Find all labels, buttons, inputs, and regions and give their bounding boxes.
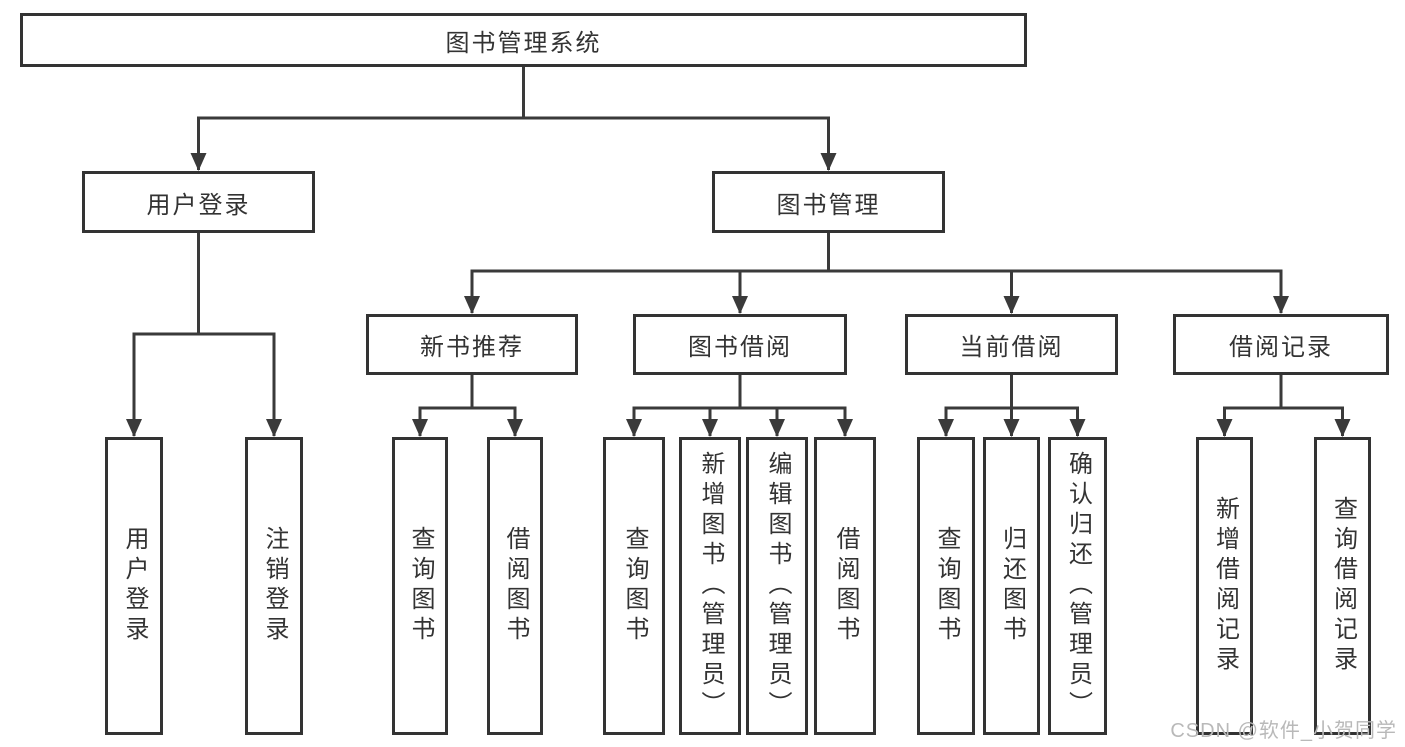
node-label: 编辑图书（管理员） bbox=[764, 451, 791, 721]
node-label: 图书管理系统 bbox=[445, 29, 602, 57]
node-label: 图书管理 bbox=[776, 191, 881, 219]
node-book-mgmt: 图书管理 bbox=[712, 171, 945, 233]
node-label: 查询借阅记录 bbox=[1329, 496, 1357, 676]
node-current-borrow: 当前借阅 bbox=[905, 314, 1118, 375]
node-root: 图书管理系统 bbox=[20, 13, 1027, 67]
node-label: 借阅图书 bbox=[502, 526, 529, 646]
watermark: CSDN @软件_小贺同学 bbox=[1170, 720, 1397, 742]
node-new-book: 新书推荐 bbox=[366, 314, 578, 375]
node-bb-query: 查询图书 bbox=[603, 437, 665, 735]
node-cb-confirm: 确认归还（管理员） bbox=[1048, 437, 1107, 735]
node-borrow-record: 借阅记录 bbox=[1173, 314, 1389, 375]
node-label: 新书推荐 bbox=[420, 334, 524, 361]
node-label: 查询图书 bbox=[933, 526, 960, 646]
node-label: 查询图书 bbox=[621, 526, 648, 646]
node-label: 借阅记录 bbox=[1229, 334, 1333, 361]
node-label: 用户登录 bbox=[121, 526, 148, 646]
node-book-borrow: 图书借阅 bbox=[633, 314, 847, 375]
node-label: 用户登录 bbox=[146, 191, 251, 219]
node-bb-edit: 编辑图书（管理员） bbox=[746, 437, 808, 735]
node-nb-borrow: 借阅图书 bbox=[487, 437, 543, 735]
node-label: 归还图书 bbox=[998, 526, 1026, 646]
node-login: 用户登录 bbox=[105, 437, 163, 735]
node-nb-query: 查询图书 bbox=[392, 437, 448, 735]
node-label: 新增借阅记录 bbox=[1211, 496, 1239, 676]
node-label: 图书借阅 bbox=[688, 334, 792, 361]
node-bb-add: 新增图书（管理员） bbox=[679, 437, 741, 735]
node-user-login: 用户登录 bbox=[82, 171, 315, 233]
node-bb-borrow: 借阅图书 bbox=[814, 437, 876, 735]
node-cb-return: 归还图书 bbox=[983, 437, 1040, 735]
node-br-query: 查询借阅记录 bbox=[1314, 437, 1371, 735]
node-label: 当前借阅 bbox=[959, 334, 1064, 361]
node-label: 注销登录 bbox=[261, 526, 288, 646]
node-label: 查询图书 bbox=[407, 526, 434, 646]
node-logout: 注销登录 bbox=[245, 437, 303, 735]
node-label: 确认归还（管理员） bbox=[1064, 451, 1092, 721]
node-cb-query: 查询图书 bbox=[917, 437, 975, 735]
node-br-add: 新增借阅记录 bbox=[1196, 437, 1253, 735]
node-label: 借阅图书 bbox=[832, 526, 859, 646]
node-label: 新增图书（管理员） bbox=[697, 451, 724, 721]
